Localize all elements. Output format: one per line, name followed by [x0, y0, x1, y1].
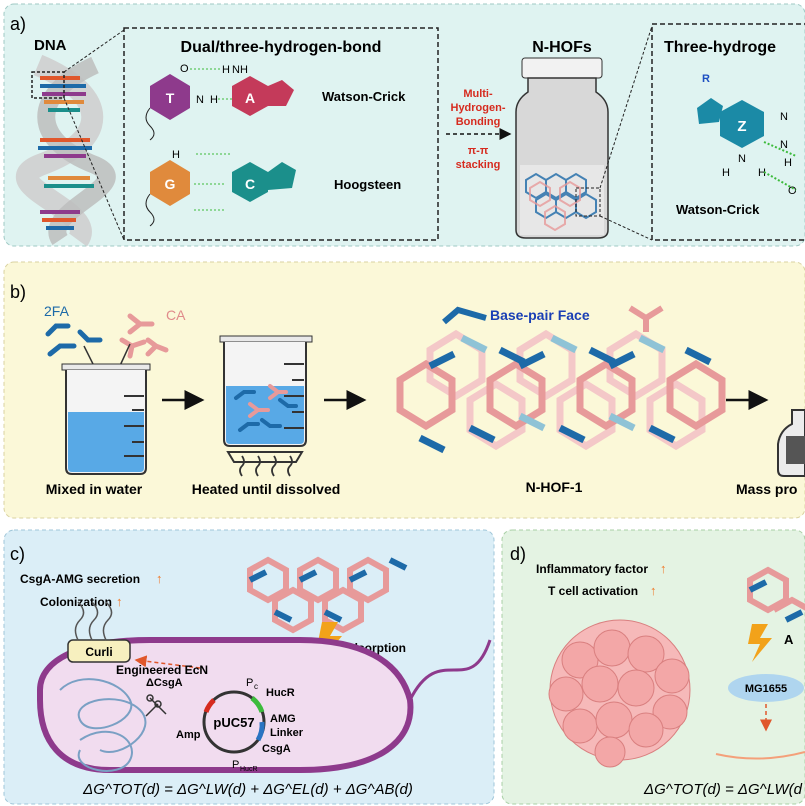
beaker-mixed-illustration [61, 343, 151, 475]
curli-fibers [74, 601, 113, 641]
step-mass-production-label: Mass pro [736, 481, 797, 497]
phucr-subscript: HucR [240, 766, 258, 773]
base-pair-face-legend: Base-pair Face [442, 305, 664, 332]
vial-illustration [515, 25, 653, 241]
bond-text-line-1: Multi- [463, 88, 493, 100]
csga-label: CsgA [262, 743, 291, 755]
colonization-up-arrow: ↑ [116, 594, 123, 609]
atom-n-z2: N [780, 111, 788, 123]
colonization-label: Colonization [40, 595, 112, 609]
mg1655-label: MG1655 [745, 683, 787, 695]
base-z: Z [737, 118, 746, 135]
r-group-label: R [702, 73, 710, 85]
phucr-label: P [232, 759, 239, 771]
panel-d-lightning-icon [748, 624, 772, 662]
panel-a: a) DNA [3, 3, 805, 247]
curli-box [67, 639, 131, 663]
dna-title: DNA [34, 37, 67, 54]
secretion-up-arrow: ↑ [156, 571, 163, 586]
product-label: N-HOF-1 [526, 479, 583, 495]
bond-text-line-3: Bonding [456, 116, 501, 128]
inflammatory-label: Inflammatory factor [536, 562, 648, 576]
panel-d-cut-label: A [784, 632, 794, 647]
flagellum [408, 639, 492, 701]
ca-label: CA [166, 307, 186, 323]
stack-text-line-2: stacking [456, 159, 501, 171]
step-mixed-label: Mixed in water [46, 481, 143, 497]
hydrogen-bond-title: Dual/three-hydrogen-bond [181, 39, 382, 56]
three-hydrogen-title: Three-hydroge [664, 39, 776, 56]
panel-c: c) CsgA-AMG secretion ↑ Colonization ↑ [3, 529, 495, 805]
atom-h-2: H [222, 64, 230, 76]
atom-h-1: H [210, 94, 218, 106]
scissors-icon [145, 694, 167, 717]
panel-b: b) 2FA CA Mixed in water [3, 261, 805, 519]
z-base: Z N H H N N H O [697, 98, 797, 197]
curli-label: Curli [85, 645, 112, 659]
panel-c-nhof-network [247, 556, 408, 634]
panel-c-equation: ΔG^TOT(d) = ΔG^LW(d) + ΔG^EL(d) + ΔG^AB(… [82, 781, 413, 798]
t-cell-up-arrow: ↑ [650, 583, 657, 598]
secretion-label: CsgA-AMG secretion [20, 572, 140, 586]
nhof-network-illustration [396, 329, 726, 454]
atom-h-z3: H [784, 157, 792, 169]
right-watson-crick-label: Watson-Crick [676, 202, 760, 217]
mass-production-bottle-illustration [777, 409, 805, 477]
beaker-heated-illustration [219, 335, 313, 477]
tumor-cluster-illustration [548, 619, 691, 768]
base-t: T [166, 90, 175, 106]
linker-label: Linker [270, 727, 304, 739]
dna-helix-illustration [16, 29, 125, 247]
hydrogen-bond-box [123, 27, 439, 241]
panel-d: d) Inflammatory factor ↑ T cell activati… [501, 529, 805, 805]
bond-text-line-2: Hydrogen- [451, 102, 506, 114]
2fa-label: 2FA [44, 303, 70, 319]
nhofs-title: N-HOFs [532, 39, 592, 56]
atom-n-1: N [196, 94, 204, 106]
inflammatory-up-arrow: ↑ [660, 561, 667, 576]
plasmid-label: pUC57 [213, 715, 254, 730]
panel-a-label: a) [10, 14, 26, 34]
atom-h-3: H [172, 149, 180, 161]
t-cell-label: T cell activation [548, 584, 638, 598]
2fa-molecules [45, 323, 103, 357]
panel-d-curve [715, 751, 805, 760]
stack-text-line-1: π-π [468, 145, 489, 157]
mg1655-bacterium [728, 674, 804, 702]
atom-n-z: N [738, 153, 746, 165]
panel-b-label: b) [10, 282, 26, 302]
panel-b-background [3, 261, 805, 519]
base-c: C [245, 176, 255, 192]
base-g: G [165, 176, 176, 192]
watson-crick-pair: T O N H H NH A Watson-Crick [145, 63, 406, 141]
hoogsteen-pair: H G C Hoogsteen [145, 149, 401, 227]
hoogsteen-label: Hoogsteen [334, 177, 401, 192]
base-pair-face-label: Base-pair Face [490, 307, 590, 323]
atom-h-z2: H [758, 167, 766, 179]
atom-o-z: O [788, 185, 797, 197]
atom-n-z3: N [780, 139, 788, 151]
panel-d-nhof-network [747, 566, 805, 623]
panel-d-label: d) [510, 544, 526, 564]
step-heated-label: Heated until dissolved [192, 481, 341, 497]
delta-csga-label: ΔCsgA [146, 677, 183, 689]
atom-h-z1: H [722, 167, 730, 179]
amp-label: Amp [176, 729, 201, 741]
pc-label: P [246, 677, 253, 689]
panel-c-label: c) [10, 544, 25, 564]
amg-label: AMG [270, 713, 296, 725]
watson-crick-label: Watson-Crick [322, 89, 406, 104]
atom-o-1: O [180, 63, 189, 75]
three-hydrogen-box [651, 23, 805, 241]
engineered-ecn-label: Engineered EcN [116, 663, 208, 677]
pc-subscript: c [254, 682, 258, 691]
hucr-label: HucR [266, 687, 295, 699]
atom-nh-1: NH [232, 64, 248, 76]
panel-d-equation: ΔG^TOT(d) = ΔG^LW(d [643, 781, 803, 798]
chromosome-illustration [59, 678, 147, 772]
base-a: A [245, 90, 255, 106]
secretion-arrow [134, 655, 201, 669]
